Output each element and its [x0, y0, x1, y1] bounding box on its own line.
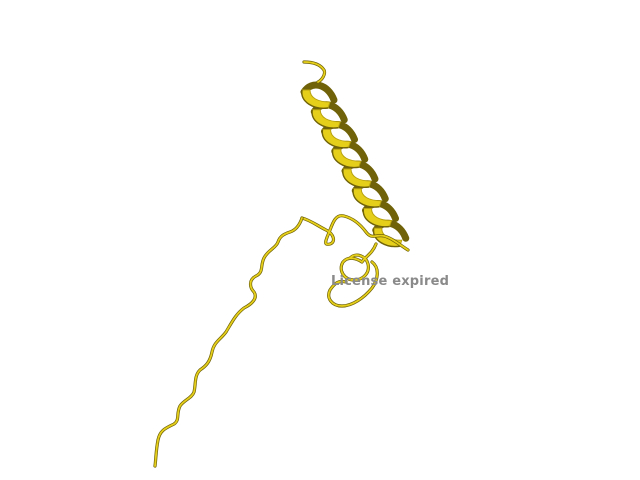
helix-turn-edge	[301, 89, 329, 109]
helix-turn-back	[341, 160, 379, 183]
helix-turn-back	[362, 200, 399, 222]
helix-turn-back	[331, 140, 369, 163]
alpha-helix	[300, 81, 410, 248]
helix-turn-edge	[373, 228, 400, 248]
helix-turn-back	[310, 101, 348, 124]
helix-turn-edge	[321, 129, 349, 149]
helix-turn-edge	[311, 109, 339, 129]
helix-turn-edge	[362, 208, 390, 228]
helix-turn-back	[351, 180, 389, 203]
helix-turn-back	[372, 219, 410, 242]
license-expired-watermark: License expired	[331, 274, 450, 289]
helix-turn-edge	[352, 188, 380, 208]
helix-turn-back	[300, 81, 338, 104]
helix-turn-edge	[342, 168, 370, 188]
helix-turn-edge	[332, 149, 359, 169]
coil-loop	[153, 60, 410, 468]
coil-tail	[153, 216, 304, 468]
helix-turn-back	[321, 121, 358, 143]
